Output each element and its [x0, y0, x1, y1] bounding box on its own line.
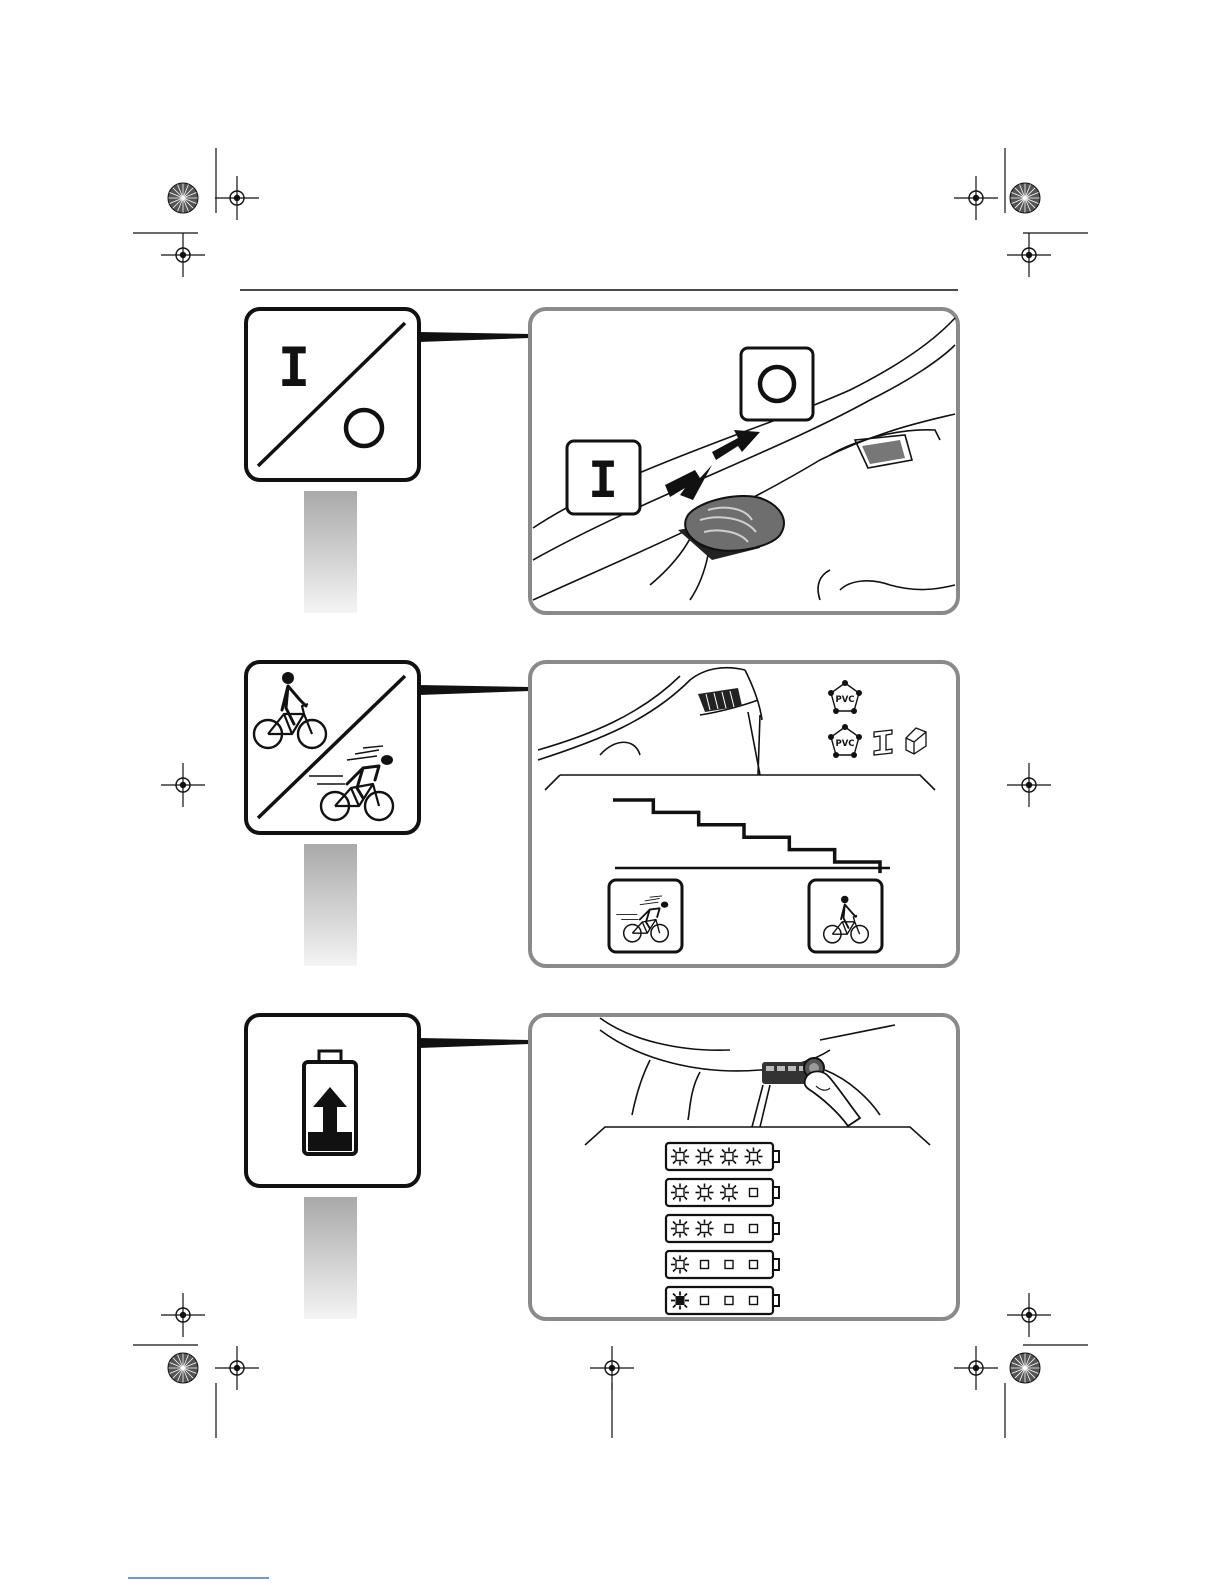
radial-color-target-icon [168, 183, 198, 213]
on-label-box: I [567, 441, 640, 514]
battery-level-row [666, 1143, 779, 1170]
grey-tab [304, 1197, 357, 1319]
crosshair-registration-icon [161, 233, 205, 277]
led-lit-icon [745, 1148, 763, 1166]
crosshair-registration-icon [1007, 763, 1051, 807]
battery-level-list [666, 1143, 779, 1314]
crosshair-registration-icon [1007, 1293, 1051, 1337]
led-lit-icon [671, 1256, 689, 1274]
battery-charge-icon [246, 1015, 419, 1186]
battery-level-row [666, 1251, 779, 1278]
callout-pointer [419, 332, 530, 342]
led-lit-icon [696, 1148, 714, 1166]
led-off-icon [750, 1297, 758, 1305]
callout-pointer [419, 685, 530, 695]
section-on-off: I [246, 309, 958, 613]
led-lit-icon [720, 1184, 738, 1202]
led-lit-icon [671, 1220, 689, 1238]
led-lit-icon [671, 1184, 689, 1202]
crosshair-registration-icon [215, 176, 259, 220]
speed-detail-panel: PVC PVC [530, 662, 958, 966]
on-off-symbol-icon: I [246, 309, 419, 480]
battery-level-row [666, 1287, 779, 1314]
led-off-icon [725, 1297, 733, 1305]
led-lit-icon [671, 1148, 689, 1166]
led-lit-icon [696, 1184, 714, 1202]
led-off-icon [750, 1189, 758, 1197]
radial-color-target-icon [1010, 183, 1040, 213]
crosshair-registration-icon [161, 1293, 205, 1337]
off-label-box [741, 348, 813, 420]
led-lit-icon [720, 1148, 738, 1166]
svg-text:I: I [588, 451, 618, 509]
battery-level-row [666, 1179, 779, 1206]
slow-speed-box [809, 880, 882, 952]
callout-pointer [419, 1038, 530, 1048]
switch-detail-panel: I [530, 309, 958, 613]
battery-level-row [666, 1215, 779, 1242]
radial-color-target-icon [168, 1353, 198, 1383]
section-battery [246, 1015, 958, 1319]
battery-indicator-strip [762, 1062, 810, 1084]
svg-text:PVC: PVC [835, 739, 854, 749]
speed-symbol-icon [246, 662, 419, 833]
grey-tab [304, 844, 357, 966]
crosshair-registration-icon [161, 763, 205, 807]
led-off-icon [725, 1261, 733, 1269]
led-off-icon [701, 1297, 709, 1305]
led-off-icon [701, 1261, 709, 1269]
crosshair-registration-icon [215, 1346, 259, 1390]
radial-color-target-icon [1010, 1353, 1040, 1383]
on-symbol: I [278, 336, 311, 399]
grey-tab [304, 491, 357, 613]
svg-text:PVC: PVC [835, 695, 854, 705]
crosshair-registration-icon [1007, 233, 1051, 277]
led-off-icon [750, 1225, 758, 1233]
crosshair-registration-icon [954, 176, 998, 220]
crosshair-registration-icon [954, 1346, 998, 1390]
led-lit-icon [671, 1292, 689, 1310]
led-off-icon [750, 1261, 758, 1269]
fast-speed-box [609, 880, 682, 952]
led-off-icon [725, 1225, 733, 1233]
section-speed: PVC PVC [246, 662, 958, 966]
battery-detail-panel [530, 1015, 958, 1319]
led-lit-icon [696, 1220, 714, 1238]
